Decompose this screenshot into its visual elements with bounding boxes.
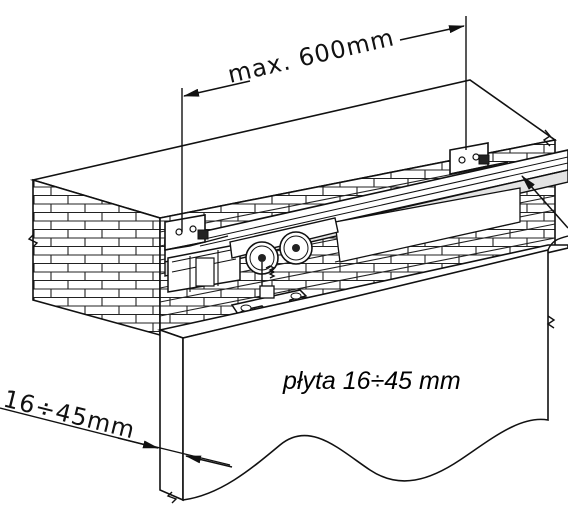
mounting-bracket-left [164,214,229,251]
wall-break-right [542,129,552,147]
leader-arrow [521,169,568,229]
spacing-label: max. 600mm [225,23,397,89]
track-end-cap [167,243,241,293]
door-board [157,235,568,504]
dimension-arrow-icon [117,437,159,449]
dimension-arrow-icon [399,25,465,41]
roller-wheel-back [279,231,313,265]
board-break-right [546,315,556,329]
roller-carriage [229,217,339,316]
dimension-arrow-icon [183,80,251,97]
board-break-bottom [166,491,178,504]
wall-break-left [27,234,39,248]
board-label: płyta 16÷45 mm [282,367,461,395]
mounting-bracket-right [449,142,509,175]
dimension-arrow-icon [185,455,233,468]
thickness-label: 16÷45mm [1,385,139,445]
